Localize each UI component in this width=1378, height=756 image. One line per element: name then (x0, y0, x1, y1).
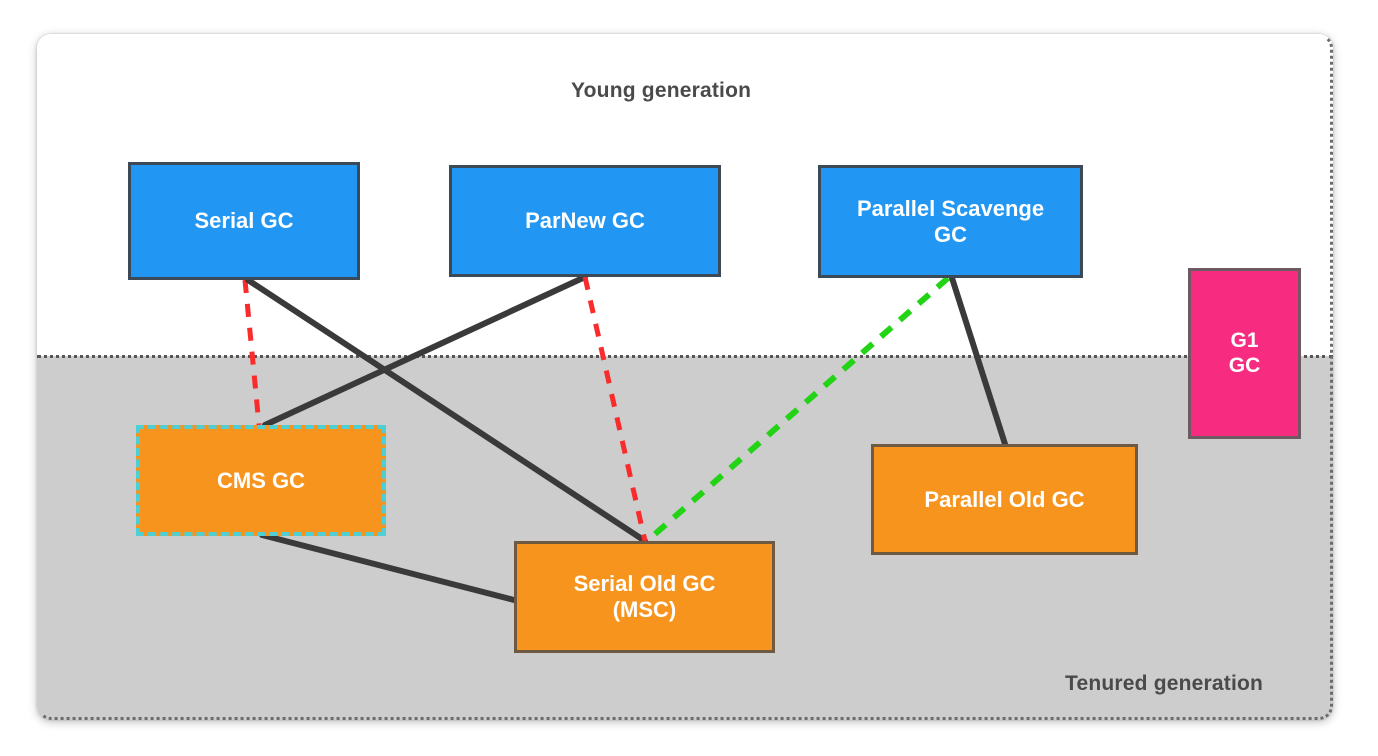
node-g1-gc-label-line1: G1 (1230, 328, 1259, 352)
node-serial-gc-label: Serial GC (194, 208, 294, 234)
node-serial-old-gc-label-line2: (MSC) (612, 597, 677, 622)
node-cms-gc-label: CMS GC (217, 467, 305, 493)
node-parallel-old-gc[interactable]: Parallel Old GC (871, 444, 1138, 555)
node-parallel-scavenge-gc-label: Parallel Scavenge GC (857, 196, 1044, 248)
node-g1-gc-label-line2: GC (1228, 353, 1261, 377)
node-parallel-old-gc-label: Parallel Old GC (924, 486, 1085, 512)
node-g1-gc[interactable]: G1 GC (1188, 268, 1301, 439)
node-serial-old-gc-label: Serial Old GC (MSC) (574, 571, 716, 623)
tenured-generation-region (37, 356, 1333, 720)
node-g1-gc-label: G1 GC (1229, 329, 1261, 379)
node-parallel-scavenge-gc-label-line2: GC (934, 221, 967, 247)
node-parallel-scavenge-gc-label-line1: Parallel Scavenge (856, 195, 1045, 221)
node-serial-gc[interactable]: Serial GC (128, 162, 360, 280)
node-cms-gc[interactable]: CMS GC (136, 425, 386, 536)
node-serial-old-gc[interactable]: Serial Old GC (MSC) (514, 541, 775, 653)
node-serial-old-gc-label-line1: Serial Old GC (573, 571, 716, 597)
node-parnew-gc-label: ParNew GC (525, 208, 645, 234)
node-parallel-scavenge-gc[interactable]: Parallel Scavenge GC (818, 165, 1083, 278)
generation-divider-line (37, 355, 1333, 358)
young-generation-label: Young generation (571, 79, 752, 102)
tenured-generation-label: Tenured generation (1065, 672, 1264, 695)
node-parnew-gc[interactable]: ParNew GC (449, 165, 721, 277)
diagram-card: Young generation Tenured generation Seri… (37, 34, 1333, 720)
